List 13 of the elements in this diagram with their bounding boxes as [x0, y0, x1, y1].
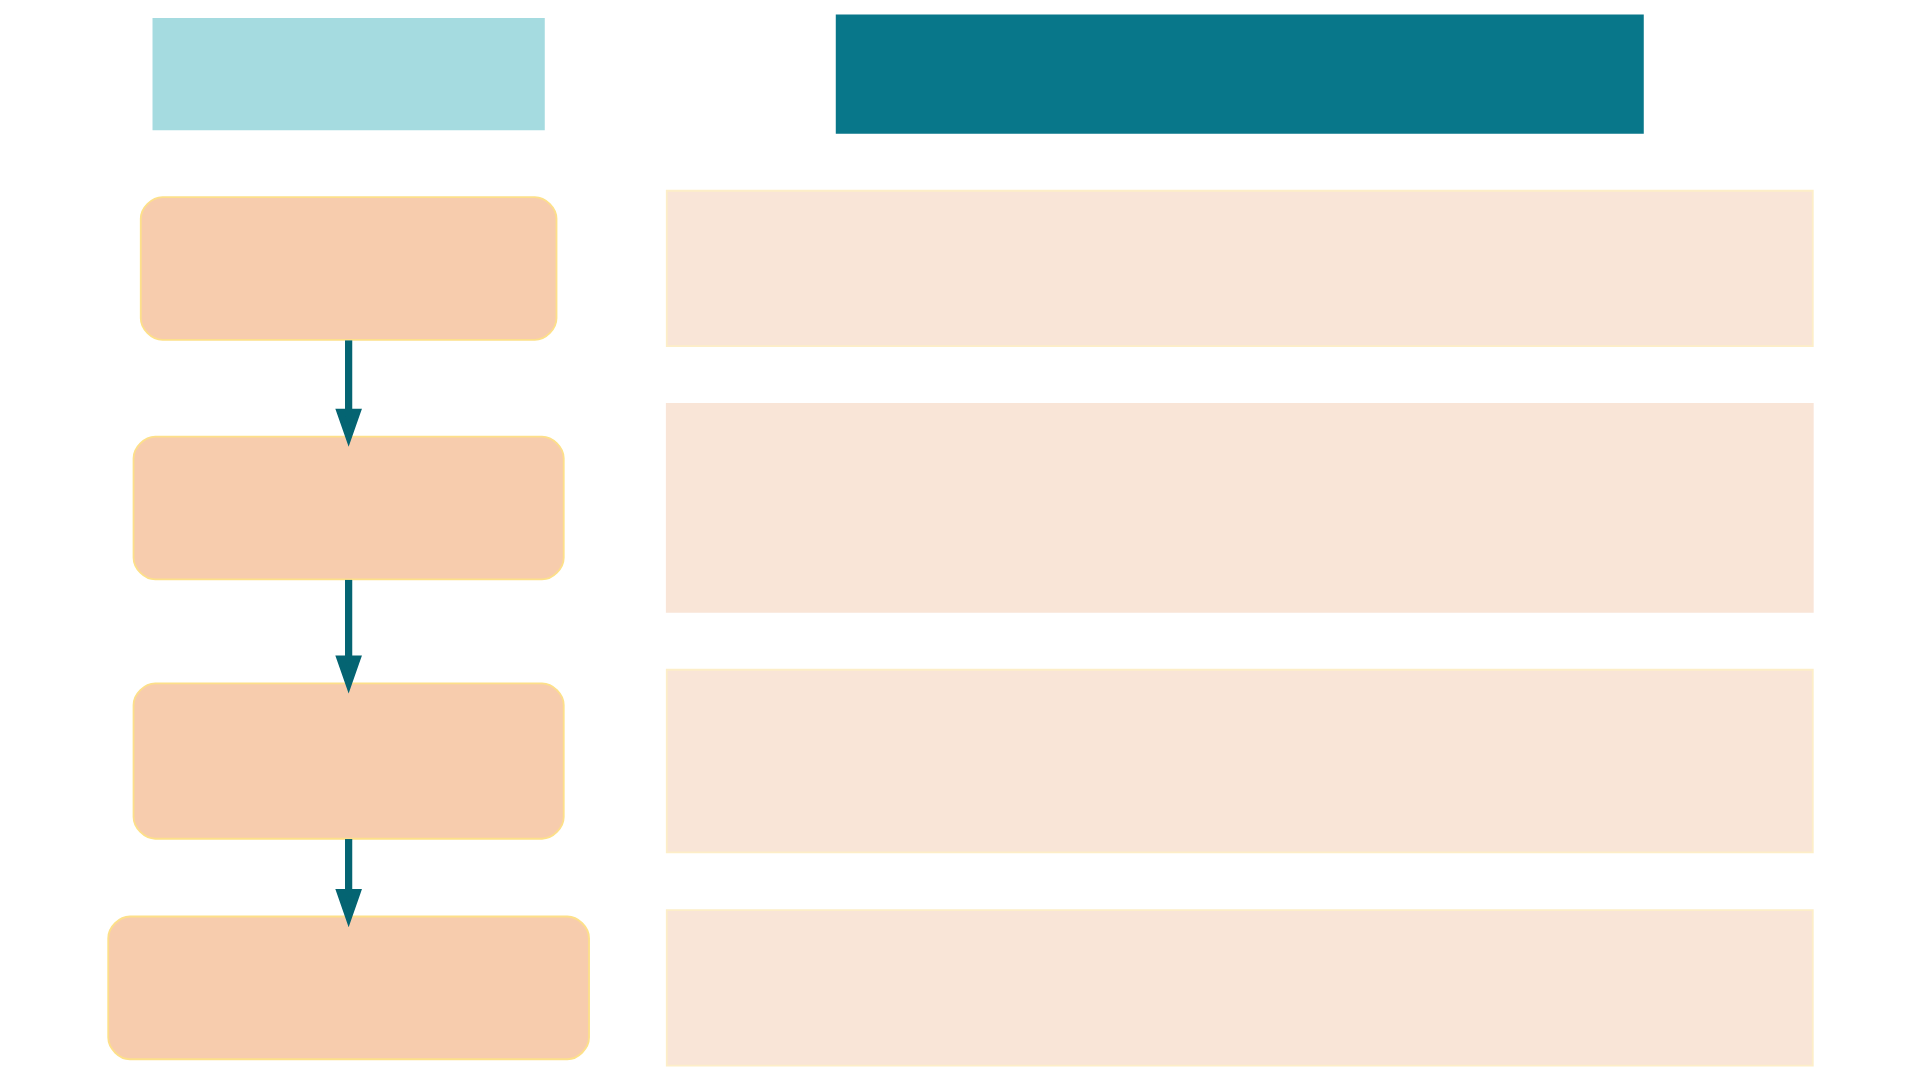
node-bar [665, 668, 1814, 854]
node-box [107, 915, 590, 1061]
node-box [132, 435, 565, 581]
node-bar [665, 403, 1814, 613]
node-box [132, 682, 565, 840]
arrow [335, 340, 362, 447]
arrow [335, 579, 362, 694]
node-bar [665, 909, 1814, 1067]
node-bar [835, 14, 1644, 134]
arrow [335, 839, 362, 928]
node-box [139, 196, 558, 341]
node-bar [152, 18, 545, 131]
node-bar [665, 189, 1814, 348]
